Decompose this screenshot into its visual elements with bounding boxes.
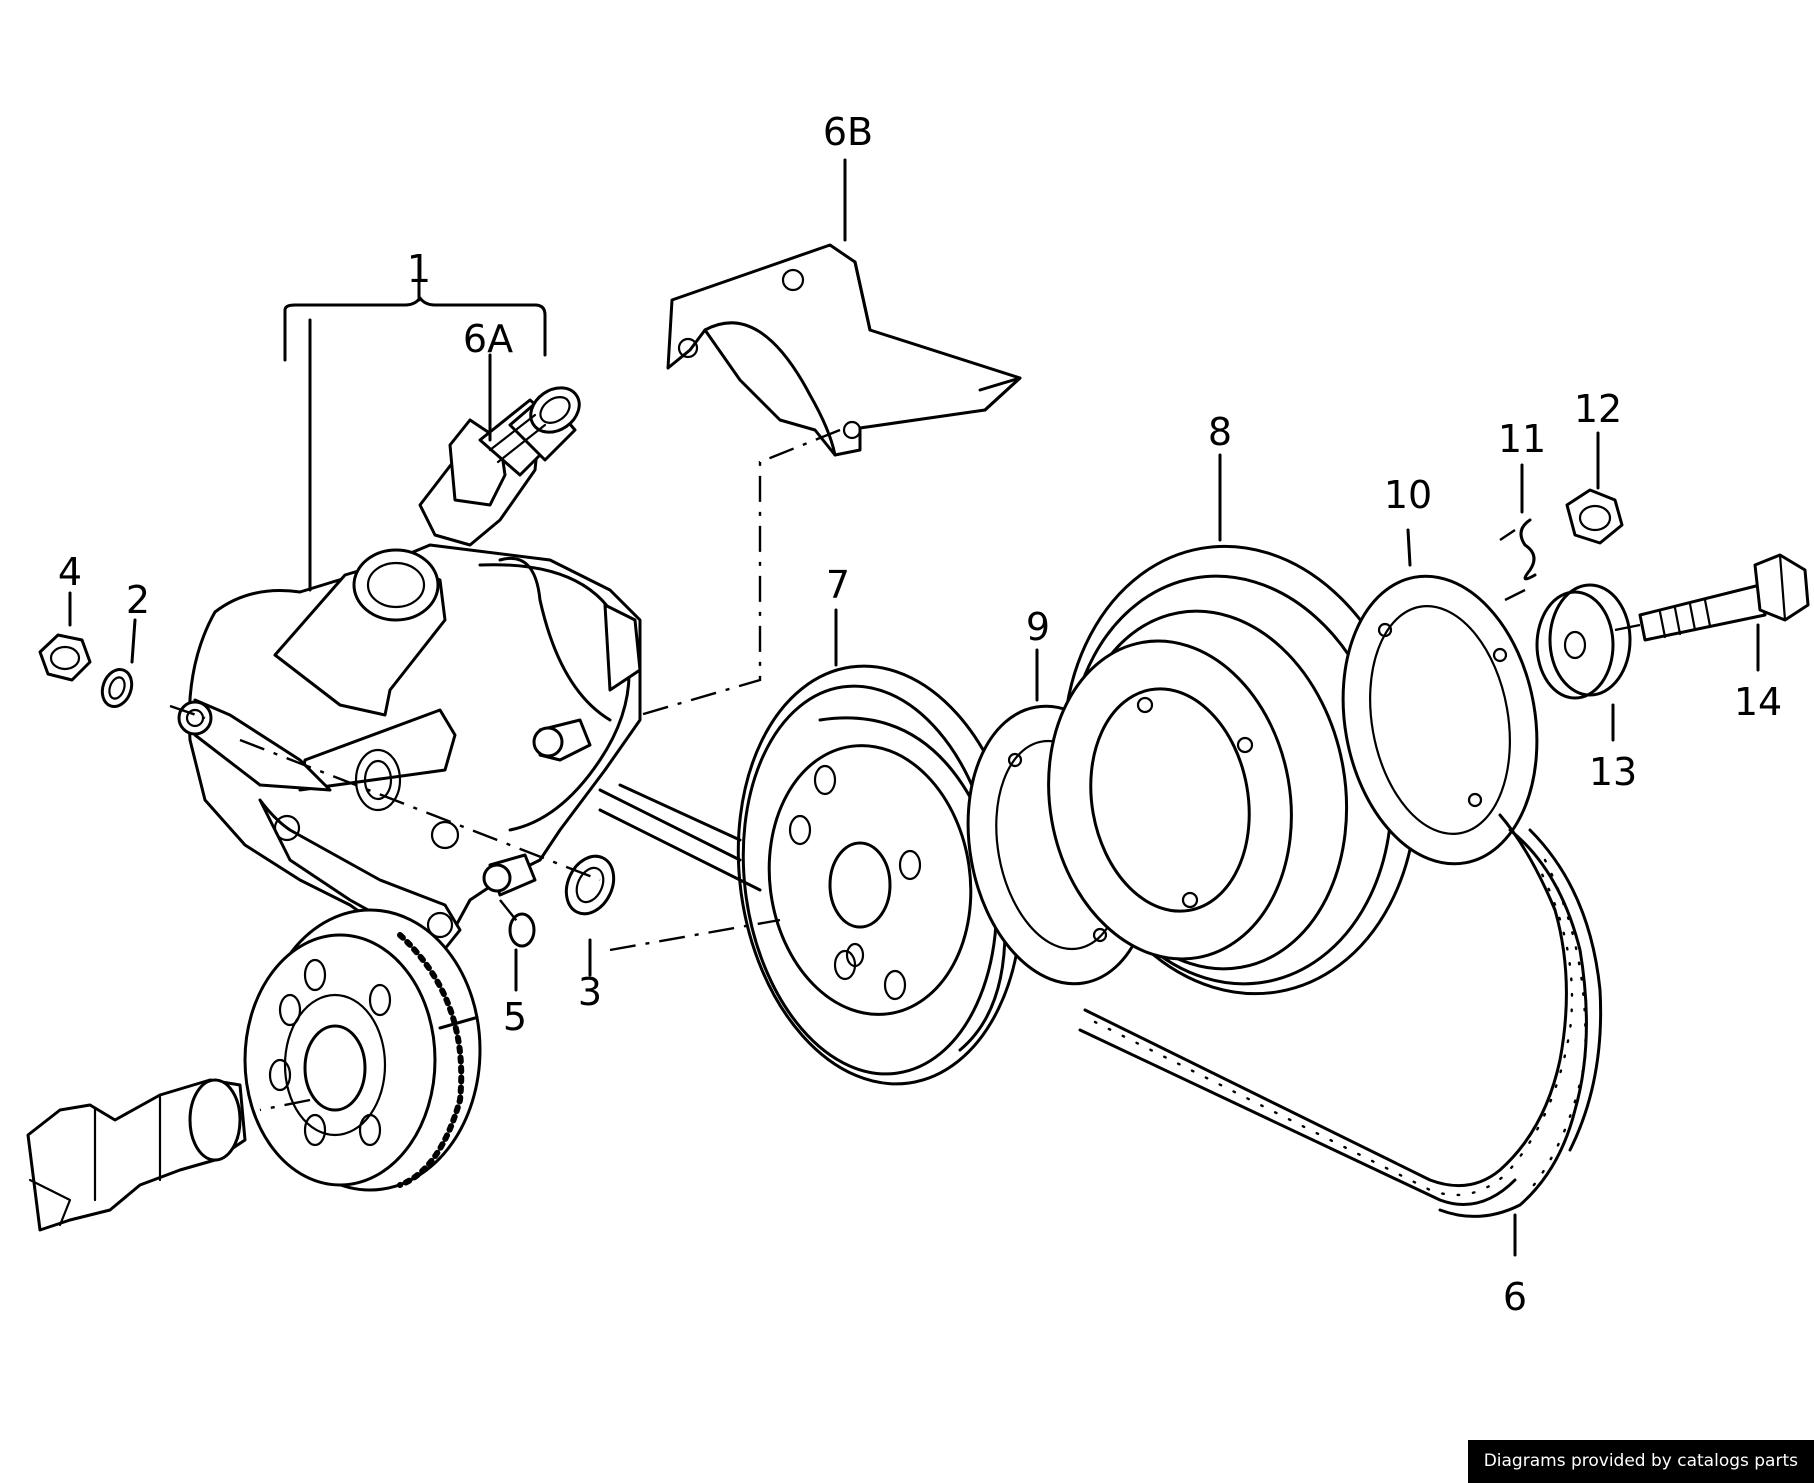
seal-4 xyxy=(564,854,616,916)
washer-13 xyxy=(1535,583,1632,700)
hose-fitting-6A xyxy=(418,386,581,547)
callout-label: 14 xyxy=(1734,680,1782,724)
callout-label: 8 xyxy=(1208,410,1232,454)
o-ring-5 xyxy=(508,912,536,948)
callout-label: 2 xyxy=(126,578,150,622)
callout-label: 11 xyxy=(1498,417,1546,461)
mounting-bracket-6B xyxy=(666,243,1022,457)
leader-lines xyxy=(68,158,1760,1257)
pulley-8 xyxy=(1047,544,1419,996)
nut-12 xyxy=(1565,488,1624,545)
callout-label: 6 xyxy=(1503,1275,1527,1319)
callout-label: 3 xyxy=(578,970,602,1014)
spacer-10 xyxy=(1341,574,1539,866)
callout-label: 13 xyxy=(1589,750,1637,794)
callout-label: 1 xyxy=(407,247,431,291)
callout-label: 9 xyxy=(1026,605,1050,649)
washer-2 xyxy=(100,668,134,708)
callout-label: 10 xyxy=(1384,473,1432,517)
callout-label: 4 xyxy=(58,550,82,594)
credit-banner: Diagrams provided by catalogs parts xyxy=(1467,1440,1814,1483)
power-steering-pump-1 xyxy=(177,543,642,962)
clip-11 xyxy=(1519,518,1537,581)
callout-label: 7 xyxy=(826,563,850,607)
bolt-14 xyxy=(1638,553,1810,642)
camshaft xyxy=(26,1078,247,1232)
callout-label: 5 xyxy=(503,995,527,1039)
callout-label: 6A xyxy=(463,317,513,361)
callout-label: 12 xyxy=(1574,387,1622,431)
callout-labels: 6B 1 6A 4 2 3 5 6 7 8 9 10 11 12 13 14 xyxy=(58,110,1782,1319)
callout-label: 6B xyxy=(823,110,873,154)
camshaft-sprocket xyxy=(243,908,482,1192)
drive-belt-6 xyxy=(598,783,1603,1218)
nut-3 xyxy=(38,633,92,682)
pulley-7 xyxy=(736,664,1024,1086)
